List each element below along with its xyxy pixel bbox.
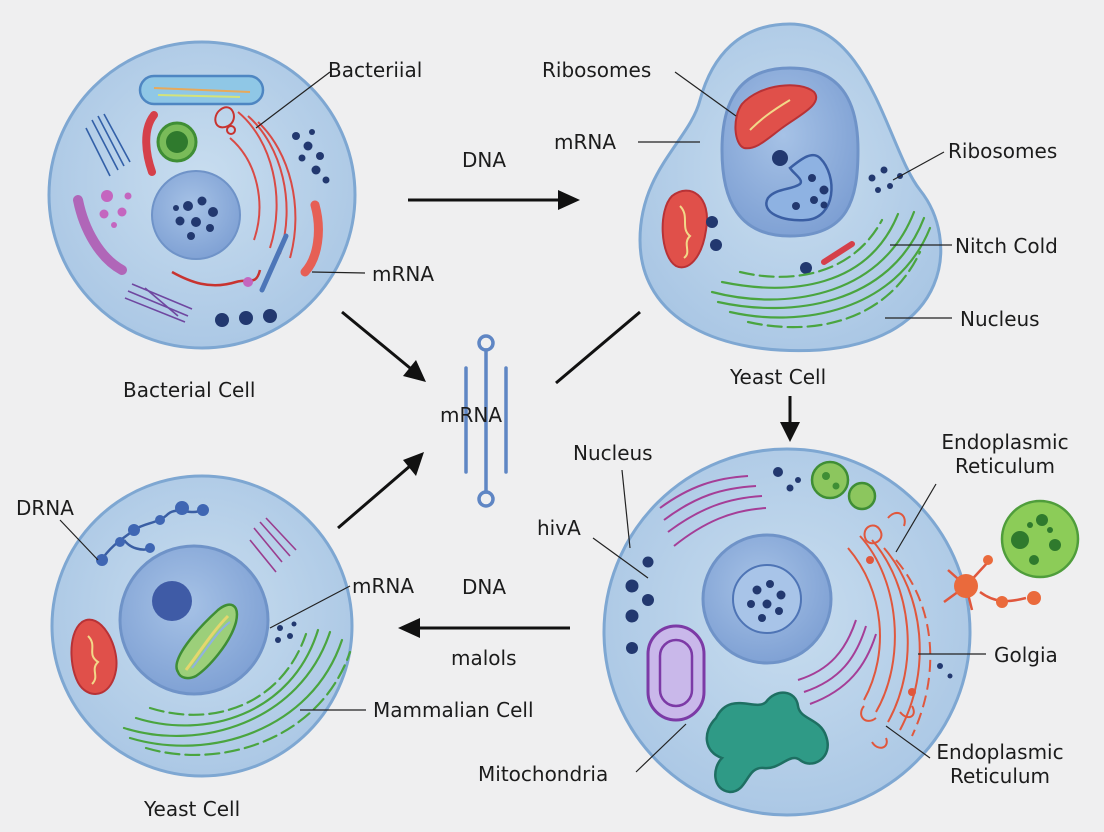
- label-malols: malols: [451, 646, 517, 670]
- bacterial-cell: [47, 40, 366, 350]
- label-mitochondria: Mitochondria: [478, 762, 609, 786]
- label-dna-bottom: DNA: [462, 575, 507, 599]
- yeast-cell-top: [638, 22, 952, 353]
- label-bacteriial: Bacteriial: [328, 58, 423, 82]
- mrna-glyph: [464, 334, 508, 508]
- label-mrna-bacterial: mRNA: [372, 262, 435, 286]
- label-mrna-top: mRNA: [554, 130, 617, 154]
- label-mrna-center: mRNA: [440, 403, 503, 427]
- label-mrna-bottom-left: mRNA: [352, 574, 415, 598]
- yeast-cell-bottom: [50, 474, 366, 778]
- label-yeast-cell-top: Yeast Cell: [730, 365, 827, 389]
- label-er-bottom-line1: Endoplasmic: [936, 740, 1064, 764]
- mammalian-cell: [592, 447, 1080, 817]
- label-dna-top: DNA: [462, 148, 507, 172]
- arrows: [337, 190, 800, 638]
- label-er-top-line2: Reticulum: [954, 454, 1056, 478]
- label-bacterial-cell: Bacterial Cell: [123, 378, 256, 402]
- label-er-bottom: Endoplasmic Reticulum: [925, 740, 1075, 788]
- label-ribosomes-right: Ribosomes: [948, 139, 1058, 163]
- label-er-bottom-line2: Reticulum: [949, 764, 1051, 788]
- label-yeast-cell-bottom: Yeast Cell: [144, 797, 241, 821]
- label-niva: hivA: [537, 516, 581, 540]
- label-mammalian-cell: Mammalian Cell: [373, 698, 534, 722]
- label-nitch-cold: Nitch Cold: [955, 234, 1058, 258]
- label-er-top: Endoplasmic Reticulum: [940, 430, 1070, 478]
- label-er-top-line1: Endoplasmic: [941, 430, 1069, 454]
- label-nucleus-bottom-right: Nucleus: [573, 441, 653, 465]
- label-nucleus-top-right: Nucleus: [960, 307, 1040, 331]
- label-ribosomes-top: Ribosomes: [542, 58, 652, 82]
- label-drna: DRNA: [16, 496, 74, 520]
- label-golgia: Golgia: [994, 643, 1058, 667]
